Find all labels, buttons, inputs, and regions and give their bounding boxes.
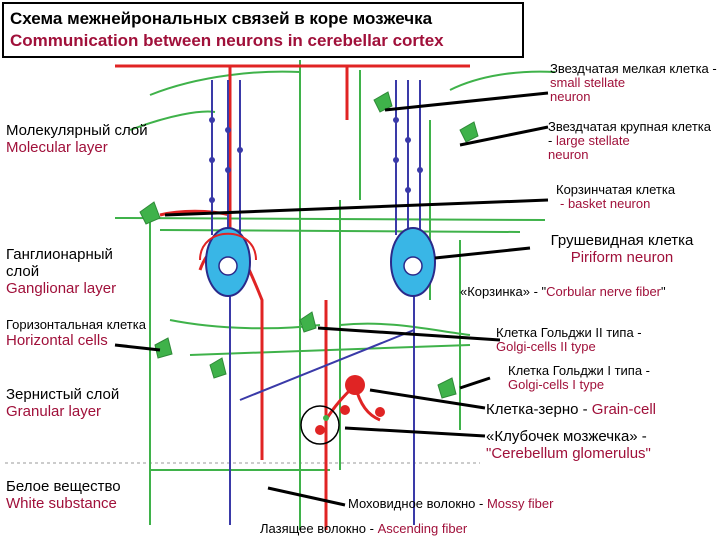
piriform-neuron-ru: Грушевидная клетка <box>550 232 694 249</box>
basket-neuron-label: Корзинчатая клетка - basket neuron <box>556 183 716 211</box>
basket-neuron-ru: Корзинчатая клетка <box>556 182 676 197</box>
glomerulus-ru: «Клубочек мозжечка» - <box>486 428 647 445</box>
horizontal-cells-ru: Горизонтальная клетка <box>6 317 146 332</box>
mossy-fiber-ru: Моховидное волокно - <box>348 496 487 511</box>
small-stellate-en1: small stellate <box>550 75 626 90</box>
parallel-fibers <box>114 70 556 471</box>
purkinje-axons <box>211 80 421 525</box>
ganglionar-layer-ru1: Ганглионарный <box>6 246 113 263</box>
golgi-2-en: Golgi-cells II type <box>496 339 596 354</box>
granular-layer-ru: Зернистый слой <box>6 386 120 403</box>
molecular-layer-ru: Молекулярный слой <box>6 122 148 139</box>
glomerulus-label: «Клубочек мозжечка» - "Cerebellum glomer… <box>486 428 718 462</box>
grain-cell-label: Клетка-зерно - Grain-cell <box>486 401 718 418</box>
piriform-cell-left <box>199 227 257 297</box>
ascending-fiber-ru: Лазящее волокно - <box>260 521 378 536</box>
corbular-fiber-label: «Корзинка» - "Corbular nerve fiber" <box>460 285 718 299</box>
ganglionar-layer-en: Ganglionar layer <box>6 280 117 297</box>
purkinje-dendrite-dots <box>209 117 423 203</box>
large-stellate-en2: neuron <box>548 147 589 162</box>
glomerulus-en: "Cerebellum glomerulus" <box>486 445 651 462</box>
pointer-arrows <box>114 91 549 507</box>
corbular-fiber-ru: «Корзинка» - " <box>460 284 547 299</box>
corbular-fiber-en: Corbular nerve fiber <box>546 284 662 299</box>
large-stellate-en1: large stellate <box>555 133 630 148</box>
molecular-layer-en: Molecular layer <box>6 139 108 156</box>
molecular-layer-label: Молекулярный слой Molecular layer <box>6 122 148 156</box>
basket-neuron-en: - basket neuron <box>560 196 651 211</box>
title-en: Communication between neurons in cerebel… <box>10 31 444 50</box>
golgi-1-en: Golgi-cells I type <box>508 377 605 392</box>
mossy-fiber-en: Mossy fiber <box>486 496 554 511</box>
small-stellate-en2: neuron <box>550 89 591 104</box>
title-ru: Схема межнейрональных связей в коре мозж… <box>10 9 433 28</box>
granule-axons <box>149 60 461 530</box>
large-stellate-ru: Звездчатая крупная клетка - <box>548 119 711 148</box>
white-substance-ru: Белое вещество <box>6 478 121 495</box>
grain-cell-ru: Клетка-зерно - <box>486 401 592 418</box>
white-substance-en: White substance <box>6 495 117 512</box>
horizontal-cells-en: Horizontal cells <box>6 332 108 349</box>
corbular-fiber-tail: " <box>661 284 666 299</box>
green-cells <box>139 91 479 399</box>
mossy-fiber-label: Моховидное волокно - Mossy fiber <box>348 497 648 511</box>
small-stellate-label: Звездчатая мелкая клетка - small stellat… <box>550 62 718 104</box>
small-stellate-ru: Звездчатая мелкая клетка - <box>550 61 717 76</box>
white-substance-label: Белое вещество White substance <box>6 478 121 512</box>
golgi-2-ru: Клетка Гольджи II типа - <box>496 325 642 340</box>
ascending-fiber-en: Ascending fiber <box>377 521 468 536</box>
golgi-2-label: Клетка Гольджи II типа - Golgi-cells II … <box>496 326 718 354</box>
ascending-fiber-label: Лазящее волокно - Ascending fiber <box>260 522 560 536</box>
glomerulus-circle <box>300 405 340 445</box>
piriform-neuron-label: Грушевидная клетка Piriform neuron <box>527 232 717 266</box>
piriform-neuron-en: Piriform neuron <box>570 249 674 266</box>
large-stellate-label: Звездчатая крупная клетка - large stella… <box>548 120 718 162</box>
golgi-1-ru: Клетка Гольджи I типа - <box>508 363 651 378</box>
granular-layer-label: Зернистый слой Granular layer <box>6 386 119 420</box>
golgi-1-label: Клетка Гольджи I типа - Golgi-cells I ty… <box>508 364 718 392</box>
red-fibers <box>115 64 470 530</box>
title-box: Схема межнейрональных связей в коре мозж… <box>2 2 524 58</box>
ganglionar-layer-ru2: слой <box>6 263 40 280</box>
grain-cell-body <box>345 375 365 395</box>
horizontal-cells-label: Горизонтальная клетка Horizontal cells <box>6 317 146 350</box>
granular-layer-en: Granular layer <box>6 403 102 420</box>
piriform-cell-right <box>390 227 436 297</box>
grain-cell-en: Grain-cell <box>591 401 656 418</box>
ganglionar-layer-label: Ганглионарный слой Ganglionar layer <box>6 246 116 297</box>
